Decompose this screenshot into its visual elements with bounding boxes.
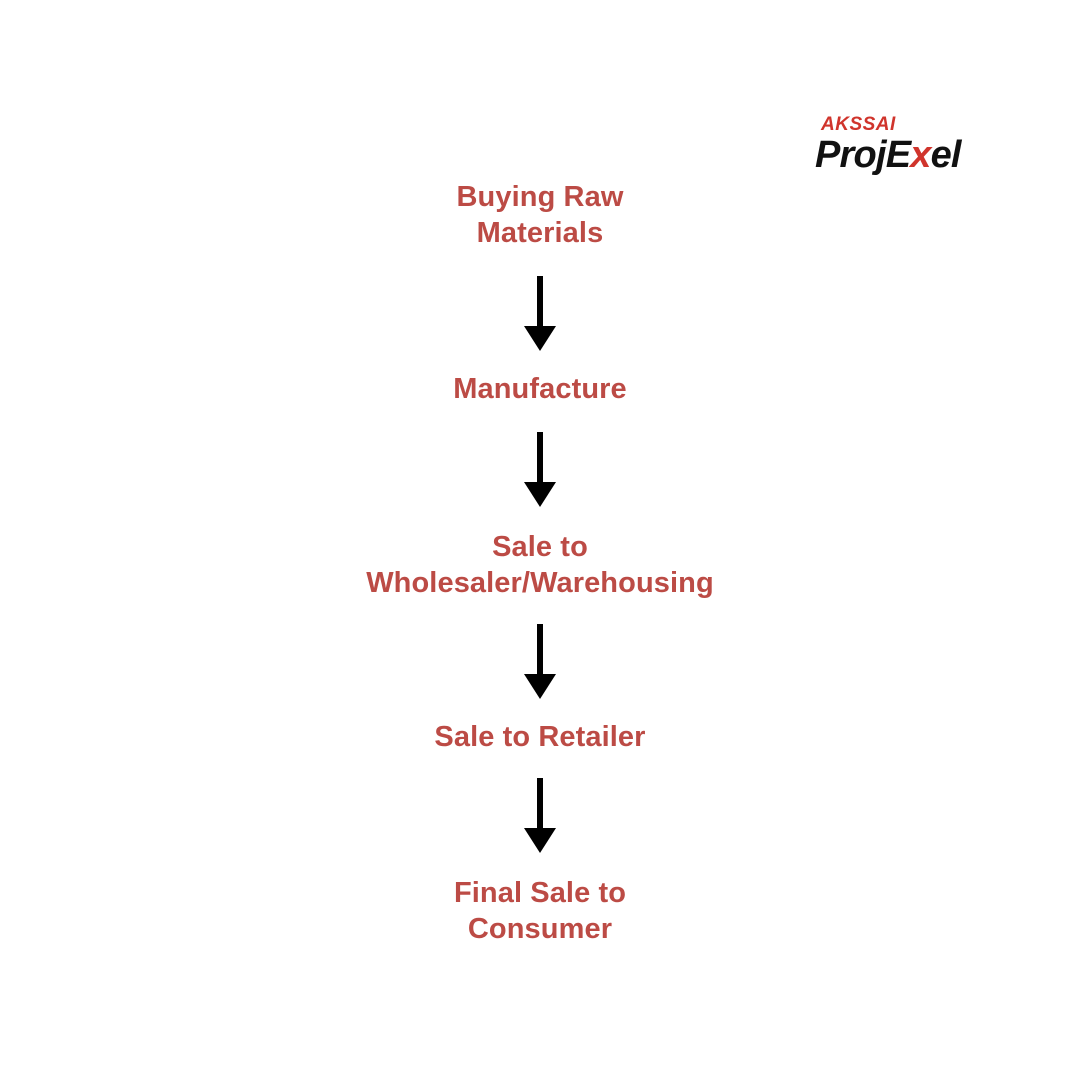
flow-node-buying-raw-materials: Buying Raw Materials: [456, 181, 624, 249]
supply-chain-flowchart: Buying Raw Materials Manufacture Sale to…: [0, 180, 1080, 948]
logo-bottom-suffix: el: [930, 134, 962, 176]
arrow-down-icon: [523, 431, 557, 508]
flow-node-manufacture: Manufacture: [453, 372, 627, 405]
flow-node-sale-to-retailer: Sale to Retailer: [434, 720, 646, 753]
arrow-down-icon: [523, 275, 557, 352]
arrow-down-icon: [523, 777, 557, 854]
akssai-projexel-logo: AKSSAI ProjExel: [815, 115, 965, 174]
logo-top-text: AKSSAI: [821, 114, 896, 135]
arrow-down-icon: [523, 623, 557, 700]
logo-bottom-accent: x: [910, 134, 931, 176]
flow-node-final-sale-to-consumer: Final Sale to Consumer: [453, 876, 627, 945]
logo-bottom-text: ProjExel: [815, 136, 965, 174]
flow-node-sale-to-wholesaler: Sale to Wholesaler/Warehousing: [366, 530, 714, 599]
logo-bottom-prefix: ProjE: [815, 134, 911, 176]
